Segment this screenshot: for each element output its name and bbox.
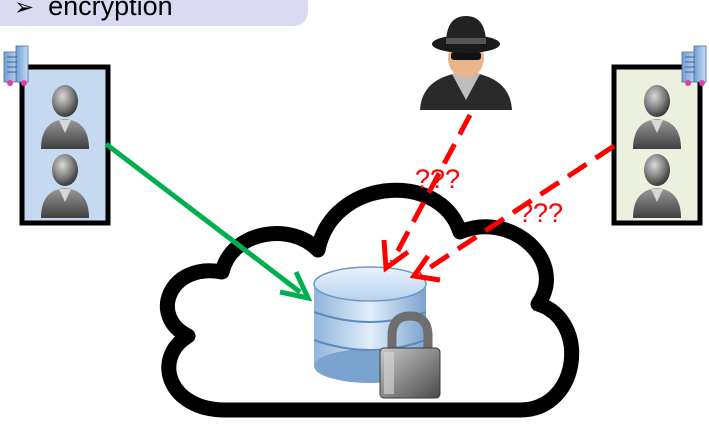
attacker-arrow	[381, 113, 473, 273]
building-icon	[681, 45, 707, 87]
building-icon	[3, 45, 29, 87]
bullet-text: encryption	[48, 0, 173, 21]
attack-label-top: ???	[415, 164, 460, 194]
legit-access-arrow	[104, 142, 313, 302]
bullet-header: ➢ encryption	[0, 0, 308, 26]
right-organization	[611, 45, 707, 226]
arrow-bullet-icon: ➢	[14, 0, 35, 21]
outsider-arrow	[409, 143, 616, 283]
padlock-icon	[379, 311, 441, 399]
spy-icon	[420, 16, 512, 110]
left-organization	[3, 45, 111, 226]
attack-label-right: ???	[518, 198, 563, 228]
